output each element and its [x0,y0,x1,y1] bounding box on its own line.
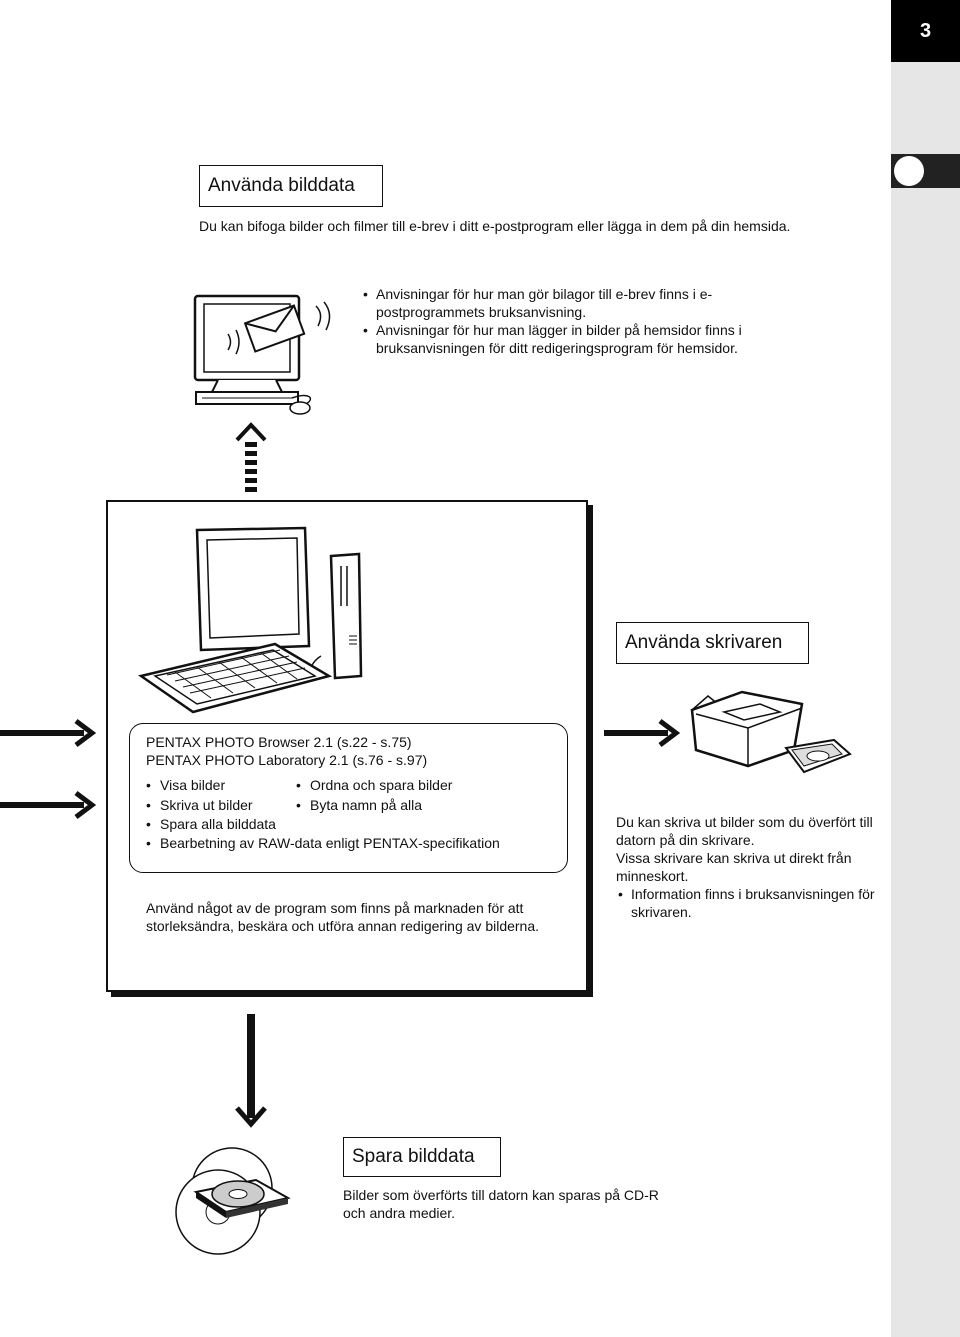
software-feature: •Byta namn på alla [296,797,423,813]
email-instructions: Anvisningar för hur man gör bilagor till… [361,285,761,357]
software-feature: •Skriva ut bilder [146,797,253,813]
printer-line-1: Du kan skriva ut bilder som du överfört … [616,814,873,848]
email-section-description: Du kan bifoga bilder och filmer till e-b… [199,218,791,234]
side-strip [891,0,960,1337]
software-line-2: PENTAX PHOTO Laboratory 2.1 (s.76 - s.97… [146,752,428,768]
chapter-indicator-icon [894,156,924,186]
printer-description: Du kan skriva ut bilder som du överfört … [616,813,878,921]
software-feature: •Visa bilder [146,777,226,793]
arrow-right-icon [604,719,681,747]
save-section-title: Spara bilddata [343,1137,501,1177]
save-section-description: Bilder som överförts till datorn kan spa… [343,1187,659,1221]
software-feature: •Bearbetning av RAW-data enligt PENTAX-s… [146,835,500,851]
software-line-1: PENTAX PHOTO Browser 2.1 (s.22 - s.75) [146,734,412,750]
email-instruction-item: Anvisningar för hur man gör bilagor till… [361,285,761,321]
arrow-right-icon [0,719,97,747]
printer-icon [690,690,852,774]
arrow-down-icon [235,1014,267,1128]
email-section-title: Använda bilddata [199,165,383,207]
software-feature: •Spara alla bilddata [146,816,276,832]
printer-section-title: Använda skrivaren [616,622,809,664]
software-box [129,723,568,873]
page-number: 3 [891,0,960,62]
printer-line-2: Vissa skrivare kan skriva ut direkt från… [616,850,852,884]
monitor-with-envelope-icon [193,294,331,415]
software-feature: •Ordna och spara bilder [296,777,453,793]
software-note: Använd något av de program som finns på … [146,900,540,934]
printer-bullet: •Information finns i bruksanvisningen fö… [618,886,875,920]
arrow-right-icon [0,791,97,819]
cd-disc-icon [175,1147,291,1255]
dashed-arrow-up-icon [235,422,267,492]
desktop-computer-icon [137,526,363,714]
email-instruction-item: Anvisningar för hur man lägger in bilder… [361,321,761,357]
software-features: •Visa bilder •Ordna och spara bilder •Sk… [146,776,556,852]
